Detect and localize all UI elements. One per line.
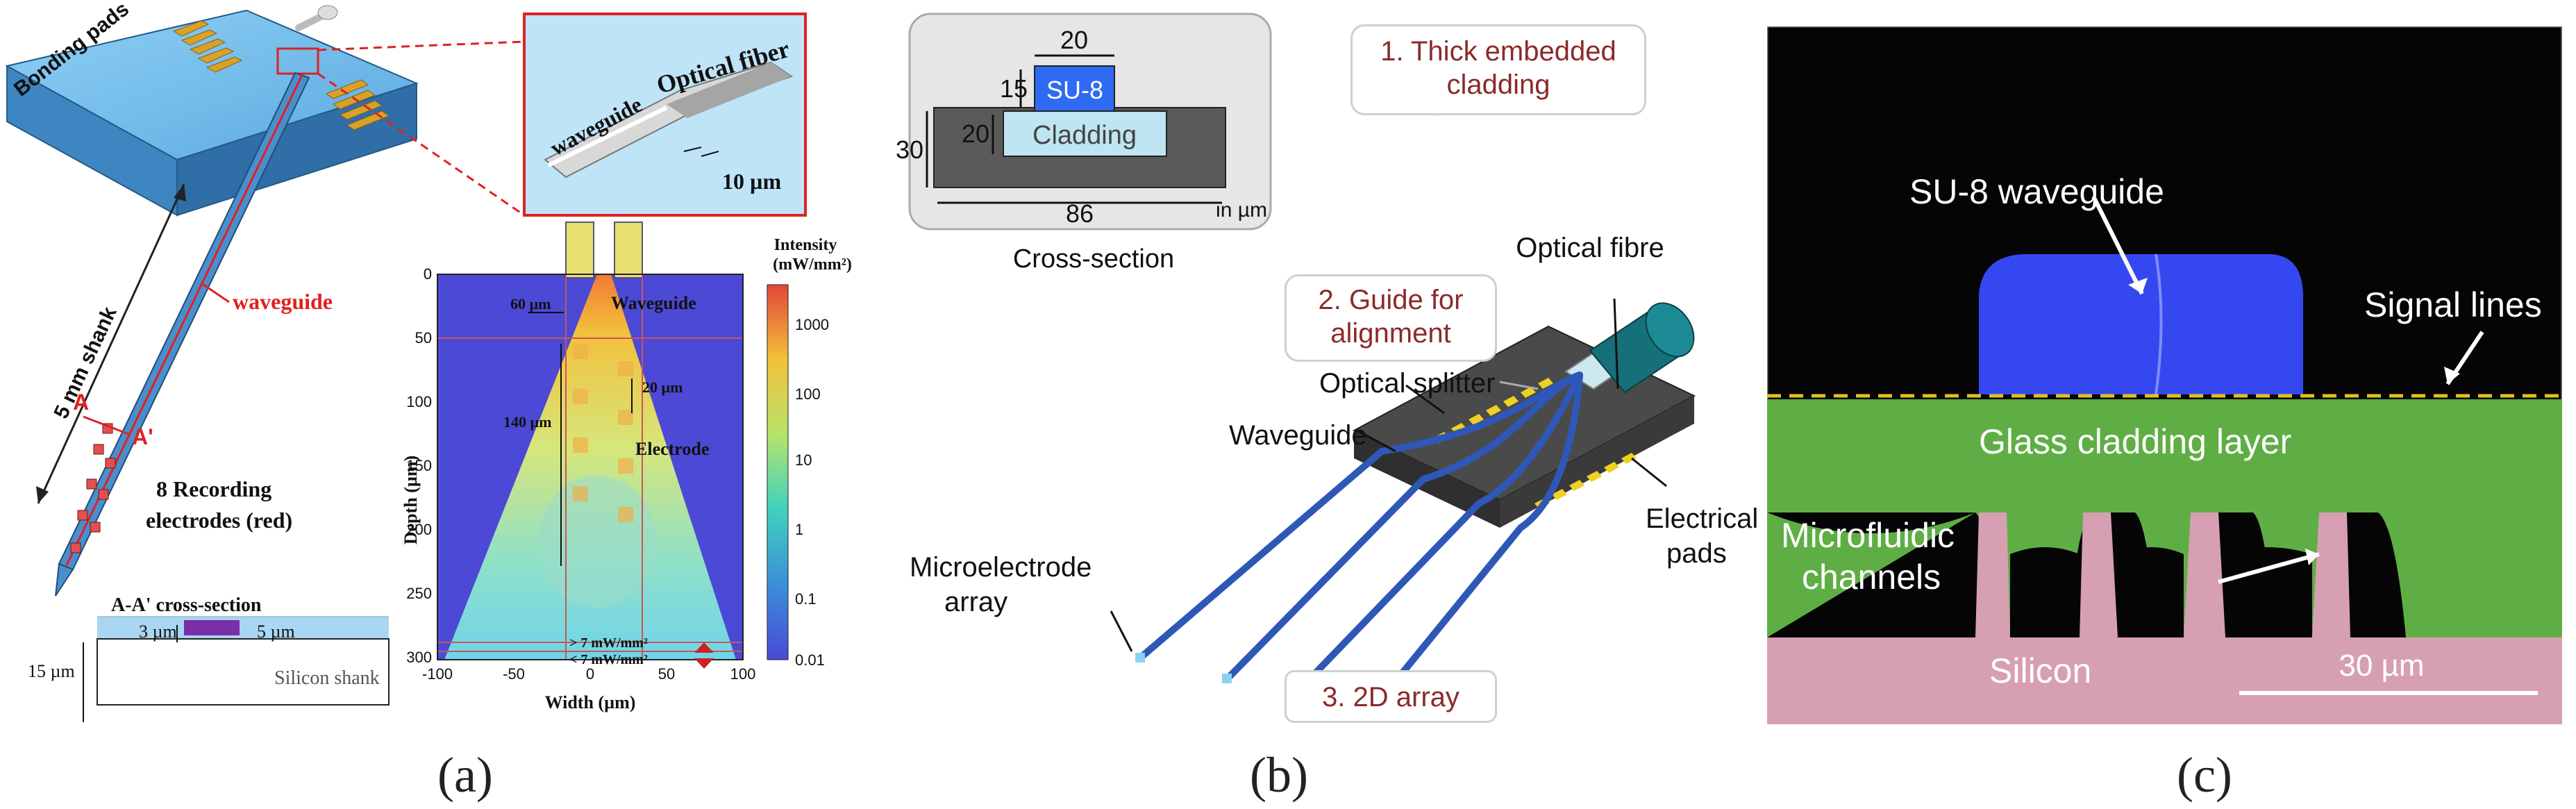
- sem-signal-lines-label: Signal lines: [2364, 285, 2542, 324]
- cbar-tick: 1000: [795, 316, 829, 333]
- cbar-tick: 0.1: [795, 590, 817, 608]
- cbar-tick: 100: [795, 385, 821, 403]
- ann-electrode: Electrode: [635, 439, 709, 459]
- sem-glass-label: Glass cladding layer: [1979, 422, 2291, 461]
- ann-140: 140 µm: [503, 413, 552, 431]
- callout-2-line2: alignment: [1330, 318, 1451, 349]
- x-tick: 50: [658, 665, 675, 683]
- fiber-inset: [523, 12, 807, 217]
- bonding-pads-left: [172, 20, 243, 73]
- callout-thick-cladding: 1. Thick embedded cladding: [1350, 24, 1646, 115]
- colorbar-ticks: 1000 100 10 1 0.1 0.01: [795, 316, 829, 669]
- section-a-label: A: [73, 390, 89, 415]
- y-tick: 0: [424, 265, 432, 283]
- cs-height-total: 30: [896, 135, 923, 164]
- silicon-substrate: [1767, 637, 2562, 724]
- su8-rect: [1034, 65, 1115, 112]
- waveguide-line: [65, 74, 303, 567]
- sem-micro-label-2: channels: [1802, 558, 1941, 597]
- heatmap-xlabel: Width (µm): [545, 692, 636, 712]
- cbar-tick: 1: [795, 521, 803, 538]
- y-tick: 200: [406, 521, 432, 538]
- colorbar-title-2: (mW/mm²): [773, 256, 852, 274]
- sem-micro-label-1: Microfluidic: [1781, 516, 1955, 555]
- probe-waveguide-label: waveguide: [233, 289, 333, 314]
- intensity-heatmap: [437, 222, 789, 669]
- heatmap-ylabel: Depth (µm): [401, 456, 421, 544]
- panel-label-a: (a): [437, 747, 493, 803]
- cbar-tick: 0.01: [795, 651, 825, 669]
- cs-silicon-shank: Silicon shank: [274, 667, 380, 689]
- colorbar-title-1: Intensity: [774, 236, 837, 254]
- y-tick: 300: [406, 649, 432, 666]
- label-optical-fibre: Optical fibre: [1516, 233, 1664, 263]
- aa-cross-section-diagram: [83, 616, 390, 722]
- callout-2-line1: 2. Guide for: [1318, 285, 1464, 315]
- label-microelectrode-2: array: [944, 587, 1007, 617]
- ann-60: 60 µm: [510, 295, 551, 312]
- cs-dim-3: 3 µm: [139, 622, 177, 642]
- label-electrical-1: Electrical: [1646, 503, 1757, 534]
- ann-20: 20 µm: [642, 378, 683, 396]
- heatmap-y-ticks: 0 50 100 150 200 250 300: [406, 265, 432, 666]
- sem-scale-label: 30 µm: [2339, 649, 2424, 683]
- waveguide-shanks: [1139, 372, 1583, 719]
- panel-c-sem-image: SU-8 waveguide Signal lines Glass claddi…: [1767, 26, 2562, 724]
- recording-electrodes: [70, 423, 116, 553]
- callout-2d-array: 3. 2D array: [1285, 670, 1497, 723]
- x-tick: 100: [730, 665, 756, 683]
- panel-b-illustration: 20 15 SU-8 30 20 Cladding 86 in µm Cross…: [896, 12, 1757, 722]
- panel-label-c: (c): [2177, 747, 2232, 803]
- panel-a-probe-illustration: Bonding pads 5 mm shank waveguide A A' 8…: [5, 0, 852, 722]
- su8-waveguide-block: [1979, 254, 2303, 394]
- y-tick: 250: [406, 585, 432, 602]
- y-tick: 50: [415, 329, 432, 347]
- callout-1-line1: 1. Thick embedded: [1380, 36, 1616, 67]
- panel-label-b: (b): [1250, 747, 1308, 803]
- cs-width-bottom: 86: [1066, 199, 1094, 228]
- ann-lt7: < 7 mW/mm²: [569, 652, 648, 667]
- sem-silicon-label: Silicon: [1989, 651, 2091, 690]
- heatmap-x-ticks: -100 -50 0 50 100: [422, 665, 755, 683]
- cs-height-cladding: 20: [962, 119, 989, 148]
- ann-waveguide: Waveguide: [611, 293, 696, 313]
- microfluidic-walls: [1975, 512, 2350, 637]
- cbar-tick: 10: [795, 451, 812, 469]
- inset-width-label: 10 µm: [722, 169, 781, 194]
- cs-dim-15: 15 µm: [28, 661, 75, 681]
- electrodes-label-2: electrodes (red): [146, 508, 292, 533]
- ann-gt7: > 7 mW/mm²: [569, 635, 648, 651]
- section-a-prime-label: A': [132, 424, 153, 449]
- label-optical-splitter: Optical splitter: [1319, 368, 1495, 399]
- callout-1-line2: cladding: [1446, 69, 1550, 100]
- callout-3-text: 3. 2D array: [1322, 682, 1460, 712]
- y-tick: 100: [406, 393, 432, 410]
- cs-su8-label: SU-8: [1046, 76, 1103, 104]
- cs-unit: in µm: [1216, 199, 1267, 222]
- cs-height-su8: 15: [1000, 74, 1028, 103]
- label-microelectrode-1: Microelectrode: [910, 552, 1092, 583]
- cs-dim-5: 5 µm: [257, 622, 295, 642]
- sem-su8-label: SU-8 waveguide: [1909, 172, 2164, 211]
- x-tick: 0: [586, 665, 594, 683]
- cladding-rect: [1003, 110, 1167, 157]
- cs-width-top: 20: [1060, 26, 1088, 54]
- label-waveguide: Waveguide: [1229, 420, 1367, 451]
- x-tick: -50: [503, 665, 525, 683]
- cs-cladding-label: Cladding: [1032, 121, 1137, 150]
- glass-cladding-layer: [1767, 399, 2562, 637]
- cs-caption: Cross-section: [1013, 244, 1174, 274]
- y-tick: 150: [406, 457, 432, 474]
- cross-section-title: A-A' cross-section: [111, 594, 262, 616]
- x-tick: -100: [422, 665, 453, 683]
- electrodes-label-1: 8 Recording: [156, 476, 271, 501]
- label-electrical-2: pads: [1666, 538, 1727, 569]
- callout-guide-alignment: 2. Guide for alignment: [1285, 274, 1497, 362]
